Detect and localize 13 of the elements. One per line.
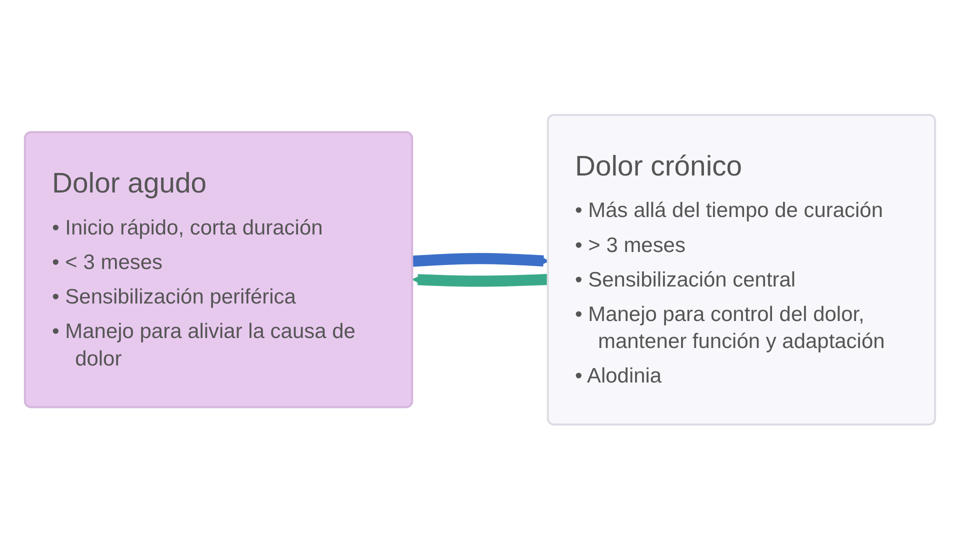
box-heading: Dolor agudo [52,166,208,202]
bullet-item: • Sensibilización periférica [52,284,297,310]
bullet-item: • Manejo para aliviar la causa de dolor [52,318,356,372]
box-heading: Dolor crónico [574,148,744,184]
curved-arrow [412,274,549,288]
bullet-item: • > 3 meses [574,232,686,258]
bullet-item: • Más allá del tiempo de curación [574,197,884,224]
bullet-item: • Alodinia [574,363,663,390]
bullet-item: • Inicio rápido, corta duración [52,214,324,242]
bullet-item: • Sensibilización central [574,266,797,294]
bullet-item: • < 3 meses [52,249,164,276]
curved-arrow [412,253,549,268]
bullet-item: • Manejo para control del dolor, mantener función y adaptación [574,301,886,356]
